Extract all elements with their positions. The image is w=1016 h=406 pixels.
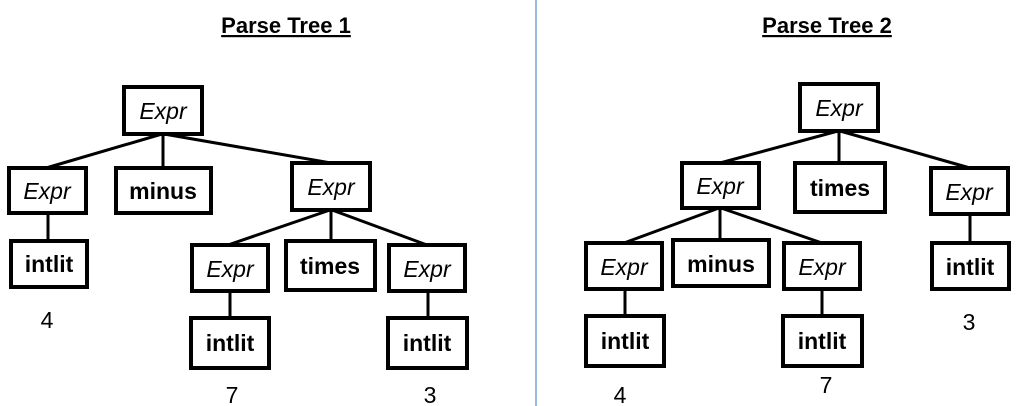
tree2-title: Parse Tree 2 bbox=[762, 13, 892, 38]
edge-right-expr-inner-right bbox=[331, 208, 428, 247]
node-label: Expr bbox=[798, 254, 847, 280]
tree2-inner-right-intlit-node: intlit bbox=[781, 314, 864, 368]
tree1-left-expr-node: Expr bbox=[7, 166, 88, 215]
node-label: times bbox=[810, 175, 870, 201]
node-label: intlit bbox=[206, 330, 255, 356]
node-label: intlit bbox=[946, 254, 995, 280]
tree2-value-4: 4 bbox=[614, 382, 627, 406]
tree2-inner-left-expr-node: Expr bbox=[584, 241, 664, 291]
tree1-minus-node: minus bbox=[114, 166, 213, 215]
edge-root-left-expr bbox=[719, 129, 839, 165]
node-label: Expr bbox=[23, 178, 72, 204]
node-label: Expr bbox=[403, 256, 452, 282]
tree1-edges bbox=[45, 132, 430, 318]
tree1-inner-right-expr-node: Expr bbox=[387, 243, 467, 293]
tree2-minus-node: minus bbox=[671, 238, 771, 288]
node-label: intlit bbox=[601, 328, 650, 354]
node-label: intlit bbox=[798, 328, 847, 354]
edge-left-expr-inner-left bbox=[623, 206, 720, 245]
node-label: intlit bbox=[403, 330, 452, 356]
edge-root-left-expr bbox=[45, 132, 163, 170]
tree1-inner-right-intlit-node: intlit bbox=[386, 316, 469, 370]
node-label: Expr bbox=[696, 173, 745, 199]
tree2-inner-right-expr-node: Expr bbox=[782, 241, 862, 291]
tree2-right-expr-node: Expr bbox=[929, 166, 1010, 216]
tree2-inner-left-intlit-node: intlit bbox=[584, 314, 666, 368]
tree2-right-intlit-node: intlit bbox=[930, 241, 1011, 291]
tree2-times-node: times bbox=[793, 161, 887, 214]
node-label: Expr bbox=[139, 98, 188, 124]
tree2-value-7: 7 bbox=[820, 372, 833, 398]
tree2-value-3: 3 bbox=[963, 309, 976, 335]
tree1-right-expr-node: Expr bbox=[290, 161, 372, 212]
tree1-left-intlit-node: intlit bbox=[9, 239, 89, 289]
edge-left-expr-inner-right bbox=[720, 206, 823, 245]
node-label: Expr bbox=[307, 174, 356, 200]
tree1-value-7: 7 bbox=[226, 382, 239, 406]
node-label: Expr bbox=[600, 254, 649, 280]
parse-tree-2: Parse Tree 2 Expr Expr times bbox=[584, 13, 1011, 406]
edge-root-right-expr bbox=[163, 132, 332, 165]
node-label: times bbox=[300, 253, 360, 279]
parse-tree-1: Parse Tree 1 Expr Expr minus bbox=[7, 13, 469, 406]
node-label: Expr bbox=[206, 256, 255, 282]
tree1-title: Parse Tree 1 bbox=[221, 13, 351, 38]
node-label: Expr bbox=[815, 95, 864, 121]
tree2-edges bbox=[623, 129, 972, 316]
tree2-root-node: Expr bbox=[798, 82, 880, 133]
tree1-inner-left-intlit-node: intlit bbox=[189, 316, 271, 370]
tree1-root-node: Expr bbox=[122, 85, 204, 136]
tree1-value-4: 4 bbox=[41, 307, 54, 333]
edge-root-right-expr bbox=[839, 129, 971, 170]
tree1-inner-left-expr-node: Expr bbox=[190, 243, 270, 293]
tree1-value-3: 3 bbox=[424, 382, 437, 406]
node-label: Expr bbox=[945, 179, 994, 205]
tree2-left-expr-node: Expr bbox=[680, 161, 761, 210]
tree1-times-node: times bbox=[284, 239, 377, 292]
node-label: intlit bbox=[25, 251, 74, 277]
edge-right-expr-inner-left bbox=[227, 208, 331, 247]
node-label: minus bbox=[687, 251, 755, 277]
node-label: minus bbox=[129, 178, 197, 204]
